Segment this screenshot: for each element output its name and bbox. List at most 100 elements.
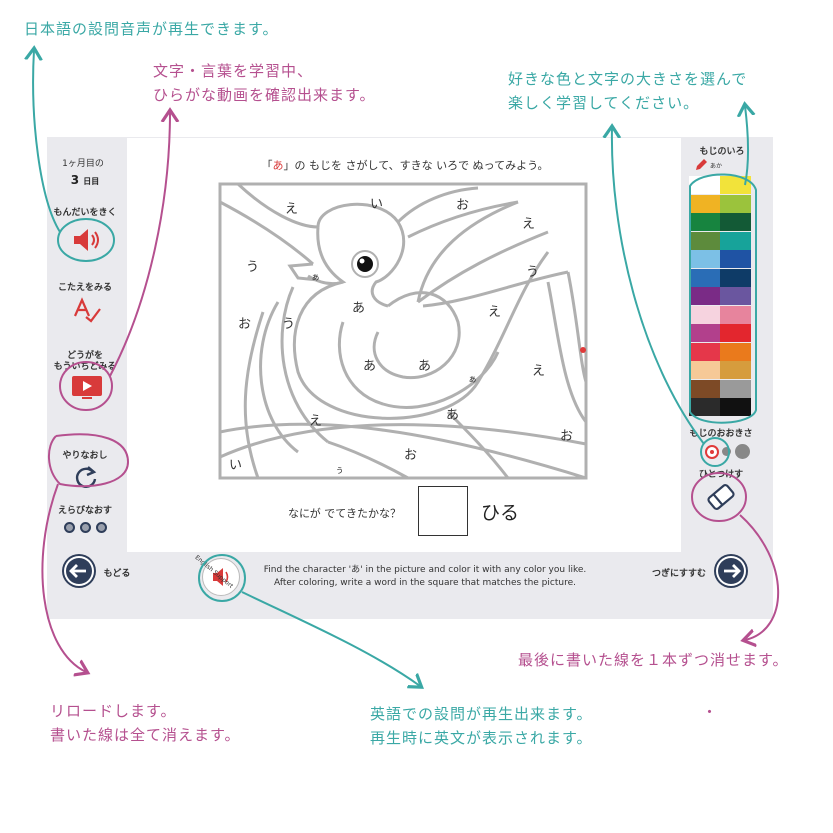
puzzle-char: う [526, 265, 540, 280]
color-swatch[interactable] [689, 398, 720, 416]
undo-label: ひとつけす [698, 470, 744, 480]
play-question-button[interactable] [70, 225, 104, 255]
puzzle-char: お [456, 198, 470, 213]
pencil-icon [696, 159, 707, 170]
annotation-english-2: 再生時に英文が表示されます。 [370, 729, 593, 747]
color-swatch[interactable] [689, 176, 720, 194]
instruction-char: あ [272, 159, 284, 172]
puzzle-char: え [488, 305, 502, 320]
month-label: 1ヶ月目の [62, 159, 104, 169]
color-swatch[interactable] [720, 268, 751, 287]
puzzle-char: う [246, 260, 260, 275]
answer-check-icon [73, 297, 101, 323]
puzzle-char: え [522, 217, 536, 232]
puzzle-char: う [282, 317, 296, 332]
annotation-video-2: ひらがな動画を確認出来ます。 [153, 86, 376, 104]
color-swatch[interactable] [720, 287, 751, 305]
puzzle-char: え [285, 202, 299, 217]
choose-again-button[interactable] [64, 521, 112, 535]
color-swatch[interactable] [720, 213, 751, 231]
puzzle-char: あ [363, 359, 377, 374]
replay-video-button[interactable] [70, 374, 104, 402]
color-swatch[interactable] [689, 379, 720, 398]
puzzle-char: ぅ [335, 466, 345, 476]
selected-dot-icon [710, 450, 714, 454]
color-swatch[interactable] [720, 361, 751, 379]
color-swatch[interactable] [689, 268, 720, 287]
answer-label: こたえをみる [57, 283, 112, 293]
color-swatch[interactable] [689, 287, 720, 305]
color-swatch[interactable] [689, 231, 720, 250]
english-line-2: After coloring, write a word in the squa… [274, 578, 576, 588]
english-text: Find the character 'あ' in the picture an… [250, 564, 600, 590]
retry-label: やりなおし [62, 451, 108, 461]
question-label: もんだいをきく [53, 208, 117, 218]
next-button[interactable] [714, 554, 748, 588]
color-swatch[interactable] [720, 176, 751, 194]
question-text: なにが でてきたかな？ [288, 507, 401, 520]
eraser-icon [707, 484, 735, 510]
puzzle-char: い [370, 197, 384, 212]
color-swatch[interactable] [720, 324, 751, 342]
size-selector [704, 443, 754, 461]
puzzle-char: あ [352, 301, 366, 316]
color-swatch[interactable] [689, 250, 720, 268]
arrow-left-icon [64, 556, 94, 586]
answer-word: ひる [481, 502, 520, 524]
speaker-icon [74, 229, 99, 251]
choose-label: えらびなおす [57, 506, 112, 516]
annotation-undo: 最後に書いた線を１本ずつ消せます。 [518, 651, 789, 669]
size-medium-option[interactable] [722, 447, 731, 456]
instruction-suffix: 」の もじを さがして、すきな いろで ぬってみよう。 [283, 159, 549, 172]
video-icon [72, 376, 102, 399]
color-title: もじのいろ [699, 147, 745, 157]
back-button[interactable] [62, 554, 96, 588]
annotation-audio: 日本語の設問音声が再生できます。 [24, 20, 279, 38]
color-swatch[interactable] [720, 342, 751, 361]
day-unit: 日目 [83, 177, 100, 186]
dot-icon [80, 522, 91, 533]
annotation-reload-1: リロードします。 [50, 702, 177, 720]
color-swatch[interactable] [689, 361, 720, 379]
color-palette [689, 176, 752, 416]
pen-cursor [580, 347, 586, 353]
retry-button[interactable] [73, 464, 99, 490]
puzzle-char: お [238, 317, 252, 332]
instruction-text: 「あ」の もじを さがして、すきな いろで ぬってみよう。 [200, 157, 610, 173]
selected-color: あか [694, 158, 754, 172]
color-swatch[interactable] [720, 250, 751, 268]
answer-box[interactable] [418, 486, 468, 536]
annotation-color-1: 好きな色と文字の大きさを選んで [508, 70, 748, 88]
puzzle-char: ぁ [311, 273, 321, 283]
instruction-prefix: 「 [261, 159, 273, 172]
color-swatch[interactable] [689, 194, 720, 213]
color-swatch[interactable] [720, 194, 751, 213]
puzzle-char: あ [418, 359, 432, 374]
selected-color-name: あか [710, 163, 723, 170]
color-swatch[interactable] [720, 398, 751, 416]
puzzle-char: ぁ [468, 375, 478, 385]
color-swatch[interactable] [720, 379, 751, 398]
color-swatch[interactable] [689, 305, 720, 324]
show-answer-button[interactable] [72, 297, 102, 323]
dot-icon [96, 522, 107, 533]
color-swatch[interactable] [720, 231, 751, 250]
color-swatch[interactable] [689, 342, 720, 361]
size-large-option[interactable] [735, 444, 750, 459]
next-label: つぎにすすむ [651, 569, 707, 579]
annotation-color-2: 楽しく学習してください。 [508, 94, 700, 112]
day-indicator: 3 日目 [60, 173, 110, 187]
size-title: もじのおおきさ [689, 429, 753, 439]
puzzle-picture[interactable] [218, 182, 588, 480]
reload-icon [75, 466, 97, 488]
color-swatch[interactable] [720, 305, 751, 324]
dot-icon [64, 522, 75, 533]
annotation-english-1: 英語での設問が再生出来ます。 [370, 705, 593, 723]
video-label-1: どうがを [66, 351, 103, 361]
annotation-video-1: 文字・言葉を学習中、 [153, 62, 314, 80]
color-swatch[interactable] [689, 213, 720, 231]
puzzle-char: え [309, 414, 323, 429]
undo-button[interactable] [704, 482, 738, 512]
color-swatch[interactable] [689, 324, 720, 342]
size-small-option[interactable] [705, 445, 719, 459]
